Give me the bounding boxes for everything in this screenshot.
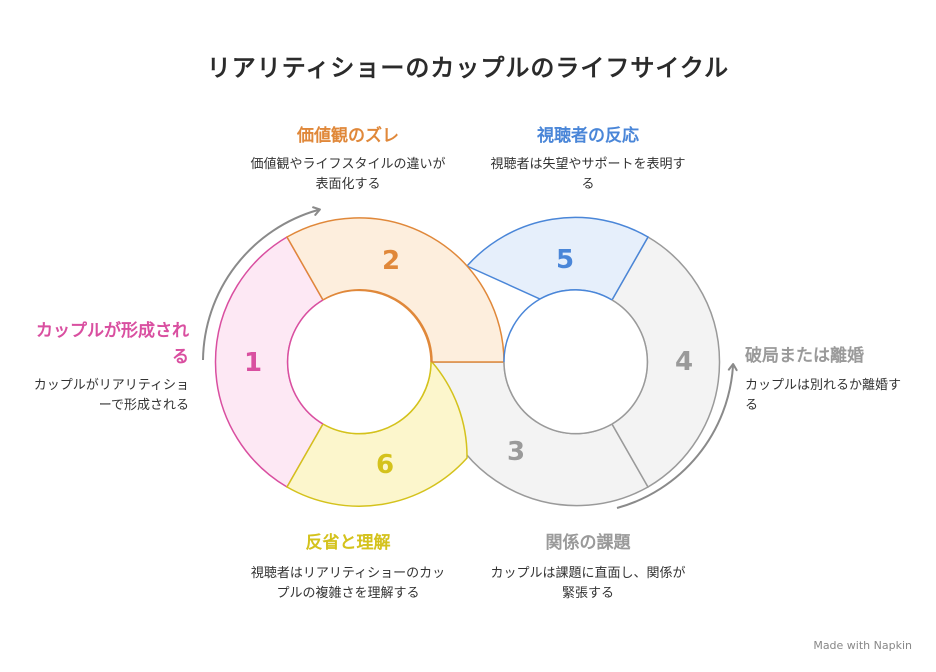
stage-4-desc: カップルは別れるか離婚する [745,378,902,413]
stage-5-desc: 視聴者は失望やサポートを表明する [490,157,686,192]
segment-number-2: 2 [382,246,400,276]
inner-arc-6 [322,361,432,435]
stage-1-desc: カップルがリアリティショーで形成される [33,378,189,413]
segment-number-5: 5 [556,245,574,275]
inner-arc-3 [503,361,613,435]
segment-number-4: 4 [675,347,693,377]
flow-arrow-left [202,206,321,361]
left-hole [287,290,431,434]
segment-number-3: 3 [507,437,525,467]
segment-number-6: 6 [376,450,394,480]
page-title: リアリティショーのカップルのライフサイクル [206,54,730,82]
inner-arc-4 [611,299,649,425]
stage-6-desc: 視聴者はリアリティショーのカップルの複雑さを理解する [250,566,446,601]
stage-5-heading: 視聴者の反応 [537,126,639,146]
stage-4-heading: 破局または離婚 [745,346,864,366]
stage-2-desc: 価値観やライフスタイルの違いが表面化する [250,157,446,192]
inner-arc-5b [503,298,541,363]
stage-1-heading: カップルが形成される [36,321,189,367]
inner-arc-5 [539,289,613,301]
stage-2-heading: 価値観のズレ [297,126,399,146]
inner-arc-1 [286,299,324,425]
stage-3-desc: カップルは課題に直面し、関係が緊張する [490,566,686,601]
right-hole [504,290,648,434]
napkin-watermark: Made with Napkin [813,639,912,652]
stage-6-heading: 反省と理解 [305,533,391,553]
inner-arc-2 [322,289,432,363]
stage-3-heading: 関係の課題 [545,533,631,553]
segment-number-1: 1 [244,348,262,378]
flow-arrow-right [616,363,738,509]
